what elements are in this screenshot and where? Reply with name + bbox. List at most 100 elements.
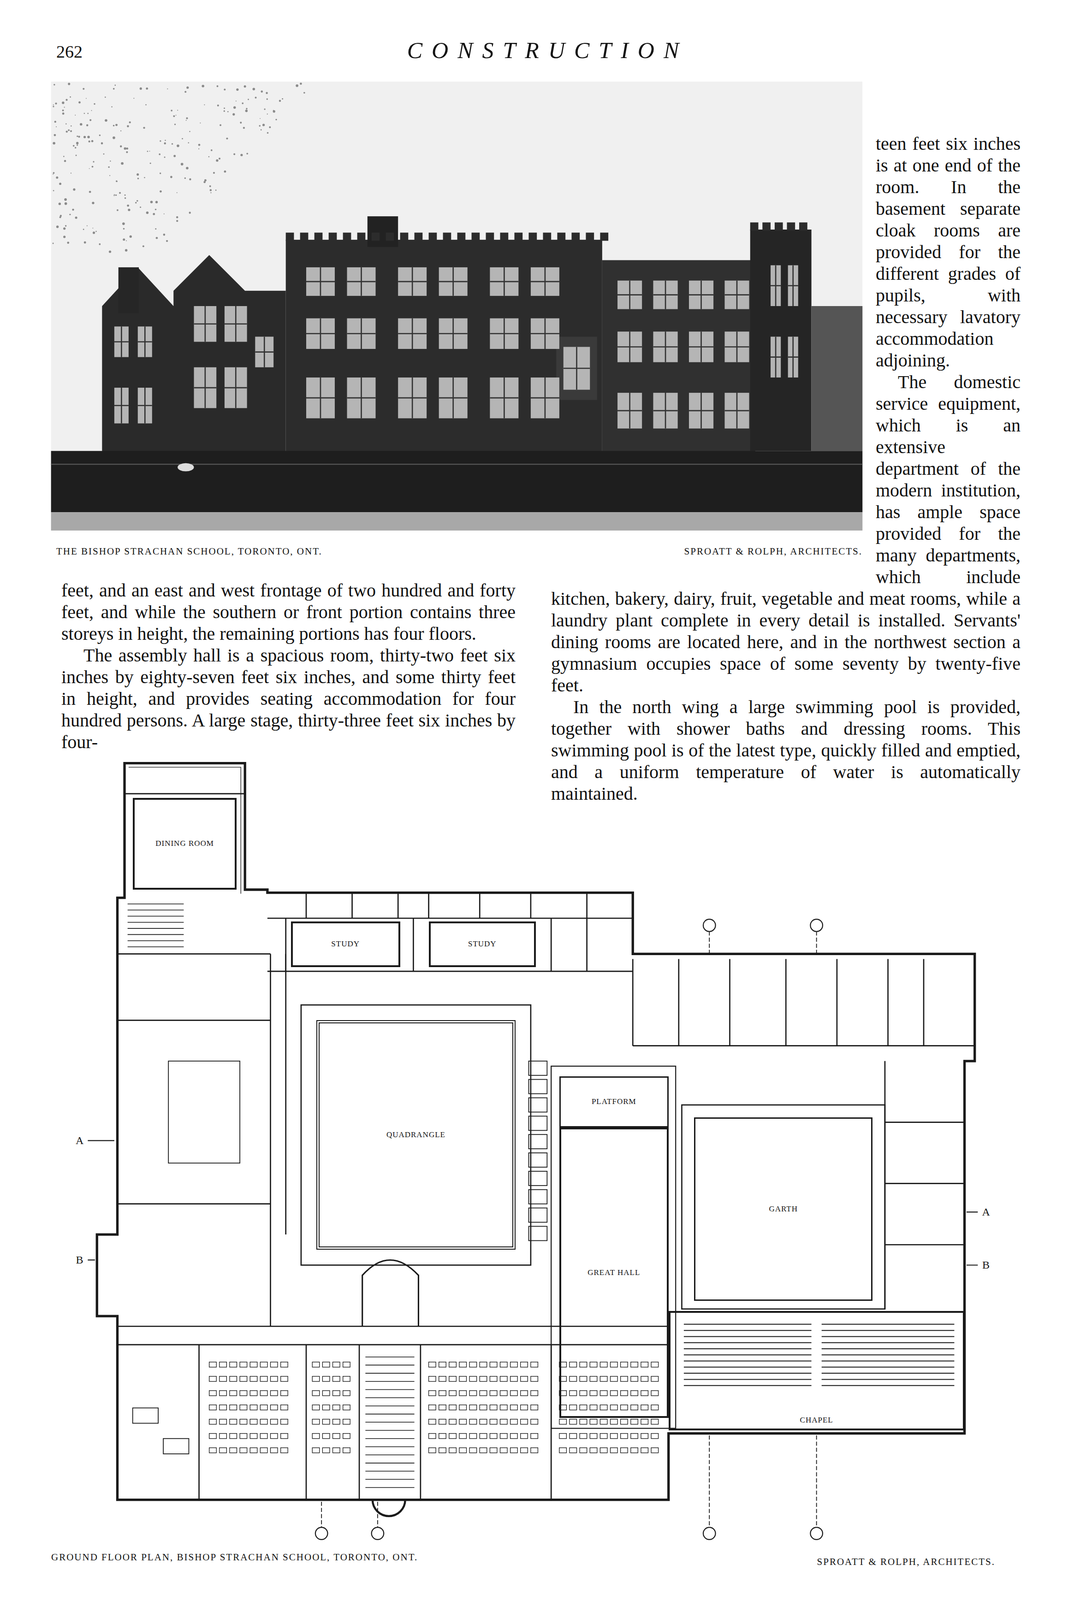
speckle — [122, 238, 125, 241]
stair-tread — [365, 1422, 415, 1424]
desk — [322, 1362, 330, 1368]
grid-marker — [703, 1527, 716, 1541]
room-name: GREAT HALL — [587, 1268, 641, 1278]
stair-tread — [365, 1357, 415, 1359]
speckle — [152, 213, 155, 216]
speckle — [53, 189, 55, 192]
speckle — [154, 208, 157, 211]
desk — [229, 1434, 237, 1440]
speckle — [76, 135, 78, 137]
mullion — [653, 392, 678, 429]
window-pane — [617, 280, 642, 310]
speckle — [265, 92, 268, 95]
speckle — [189, 130, 190, 132]
desk — [640, 1362, 648, 1368]
speckle — [112, 88, 115, 90]
desk — [510, 1376, 518, 1383]
speckle — [171, 142, 173, 145]
desk — [651, 1391, 659, 1397]
mullion — [397, 377, 427, 419]
window — [788, 336, 799, 378]
desk — [229, 1448, 237, 1454]
desk — [459, 1419, 467, 1425]
stair-tread — [127, 922, 184, 924]
speckle — [150, 200, 154, 204]
speckle — [135, 201, 137, 204]
pew — [821, 1373, 955, 1375]
speckle — [210, 149, 213, 152]
merlon — [457, 232, 466, 242]
window-pane — [489, 318, 519, 350]
speckle — [185, 117, 188, 120]
speckle — [172, 115, 175, 118]
speckle — [145, 104, 147, 106]
speckle — [163, 213, 165, 215]
speckle — [114, 84, 116, 87]
east-block — [602, 260, 756, 455]
west-wing — [101, 255, 286, 455]
merlon — [774, 222, 784, 231]
window — [255, 336, 274, 368]
desk — [651, 1434, 659, 1440]
desk — [270, 1434, 278, 1440]
stair-tread — [365, 1430, 415, 1432]
desk — [589, 1419, 597, 1425]
desk — [520, 1405, 528, 1411]
section-mark: A — [981, 1206, 990, 1219]
desk — [219, 1419, 227, 1425]
speckle — [126, 125, 130, 128]
desk — [589, 1391, 597, 1397]
desk — [280, 1448, 288, 1454]
window — [788, 265, 799, 307]
window — [397, 318, 427, 350]
desk — [312, 1376, 320, 1383]
desk — [599, 1434, 607, 1440]
speckle — [268, 126, 271, 129]
desk — [332, 1405, 340, 1411]
speckle — [243, 126, 245, 129]
pew — [683, 1354, 812, 1356]
mullion — [489, 318, 519, 350]
window-pane — [224, 367, 248, 409]
speckle — [59, 182, 62, 185]
desk — [260, 1419, 268, 1425]
speckle — [52, 105, 54, 107]
speckle — [223, 107, 226, 109]
window-pane — [439, 267, 468, 297]
pew — [683, 1361, 812, 1363]
window — [617, 331, 642, 362]
desk — [589, 1405, 597, 1411]
window-pane — [397, 377, 427, 419]
desk — [428, 1405, 436, 1411]
speckle — [56, 225, 59, 228]
room-name: GARTH — [768, 1204, 798, 1215]
window-pane — [617, 392, 642, 429]
merlon — [762, 222, 771, 231]
window — [114, 387, 129, 424]
stair-tread — [127, 934, 184, 936]
desk — [579, 1391, 587, 1397]
desk — [219, 1448, 227, 1454]
desk — [459, 1362, 467, 1368]
desk — [630, 1434, 638, 1440]
merlon — [428, 232, 438, 242]
desks — [209, 1362, 659, 1454]
desk — [343, 1391, 351, 1397]
desk — [469, 1448, 477, 1454]
speckle — [125, 240, 127, 242]
mullion — [788, 336, 799, 378]
window-pane — [724, 331, 749, 362]
far-wing — [811, 306, 863, 452]
window — [439, 377, 468, 419]
desk — [620, 1448, 628, 1454]
partition — [884, 1061, 965, 1310]
desk — [219, 1391, 227, 1397]
desk — [630, 1448, 638, 1454]
speckle — [259, 118, 261, 119]
pew — [821, 1324, 955, 1326]
floor-plan — [87, 763, 978, 1541]
speckle — [243, 85, 247, 88]
speckle — [64, 198, 67, 202]
speckle — [55, 126, 57, 128]
speckle — [112, 136, 116, 140]
